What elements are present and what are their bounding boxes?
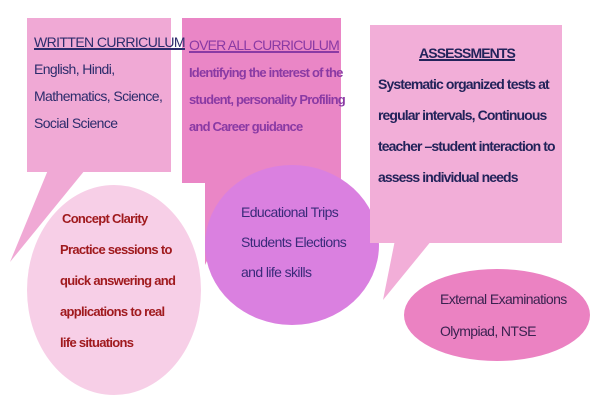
overall-line: and Career guidance <box>189 119 303 134</box>
bubble-line: and life skills <box>241 264 312 280</box>
bubble-line: Concept Clarity <box>62 211 148 226</box>
bubble-line: Practice sessions to <box>60 242 172 257</box>
written-line: Mathematics, Science, <box>34 88 163 104</box>
bubble-line: Students Elections <box>241 234 347 250</box>
assessments-text: ASSESSMENTS Systematic organized tests a… <box>378 38 556 193</box>
bubble-line: Educational Trips <box>241 204 339 220</box>
written-line: English, Hindi, <box>34 61 115 77</box>
assess-bubble <box>404 269 590 361</box>
written-bubble-text: Concept Clarity Practice sessions to qui… <box>60 203 176 358</box>
assess-line: assess individual needs <box>378 169 519 185</box>
bubble-line: life situations <box>60 335 134 350</box>
assess-line: Systematic organized tests at <box>378 76 550 92</box>
bubble-line: applications to real <box>60 304 165 319</box>
assess-bubble-text: External Examinations Olympiad, NTSE <box>440 283 567 347</box>
assess-title: ASSESSMENTS <box>419 45 516 61</box>
written-title: WRITTEN CURRICULUM <box>34 34 186 50</box>
overall-curriculum-text: OVER ALL CURRICULUM Identifying the inte… <box>189 32 346 140</box>
overall-line: Identifying the interest of the <box>189 65 343 80</box>
callout-tail-written <box>10 170 85 262</box>
assessments-box <box>370 25 562 243</box>
callout-tail-assess <box>383 240 432 300</box>
written-line: Social Science <box>34 115 118 131</box>
assess-line: teacher –student interaction to <box>378 138 556 154</box>
overall-bubble-text: Educational Trips Students Elections and… <box>241 197 347 287</box>
written-bubble <box>27 185 201 395</box>
written-curriculum-text: WRITTEN CURRICULUM English, Hindi, Mathe… <box>34 32 186 134</box>
overall-bubble <box>205 165 379 325</box>
overall-curriculum-box <box>182 18 341 183</box>
bubble-line: quick answering and <box>60 273 176 288</box>
assess-line: regular intervals, Continuous <box>378 107 547 123</box>
bubble-line: Olympiad, NTSE <box>440 323 536 339</box>
overall-title: OVER ALL CURRICULUM <box>189 37 340 53</box>
overall-line: student, personality Profiling <box>189 92 346 107</box>
written-curriculum-box <box>27 18 171 172</box>
bubble-line: External Examinations <box>440 291 567 307</box>
